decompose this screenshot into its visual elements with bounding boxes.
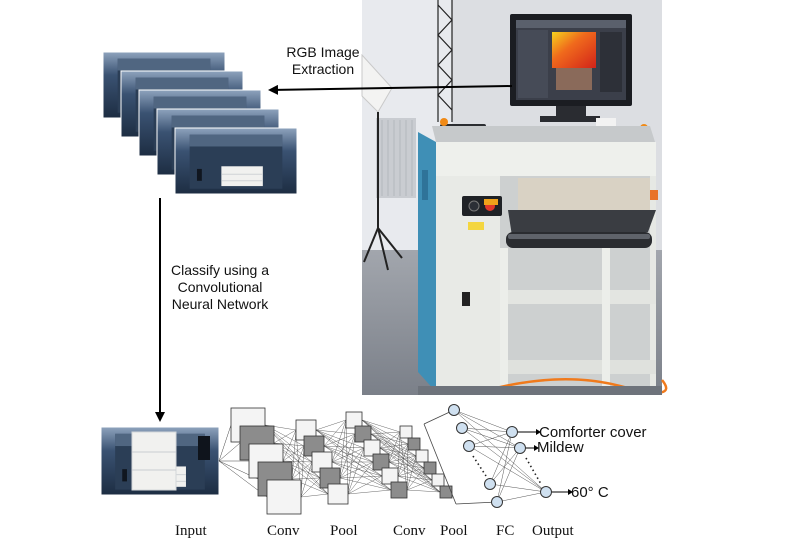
fc-neuron-3 <box>463 440 475 452</box>
output-neuron-2 <box>514 442 526 454</box>
heatmap-display <box>552 32 596 68</box>
cnn-diagram <box>218 404 573 515</box>
stack-frame-5 <box>174 127 298 195</box>
extracted-image-stack <box>102 51 298 195</box>
tripod-lamp <box>361 53 403 271</box>
classify-label: Classify using a Convolutional Neural Ne… <box>156 262 284 313</box>
fc-neuron-1 <box>448 404 460 416</box>
stage-label-pool-1: Pool <box>330 523 358 539</box>
control-buttons <box>462 196 502 216</box>
input-image-frame <box>100 426 220 496</box>
stage-label-conv-1: Conv <box>267 523 300 539</box>
extraction-arrow <box>268 84 513 95</box>
stage-label-conv-2: Conv <box>393 523 426 539</box>
machine-photo <box>361 0 668 395</box>
conveyor-belt <box>506 210 656 248</box>
classify-label-line-1: Classify using a <box>170 262 270 278</box>
fc-neuron-5 <box>491 496 503 508</box>
conv-1-feature-maps <box>230 407 302 515</box>
conv-2-feature-maps <box>345 411 408 499</box>
classify-label-line-3: Neural Network <box>171 296 269 312</box>
stage-label-input: Input <box>175 523 207 539</box>
classify-label-line-2: Convolutional <box>177 279 263 295</box>
stage-label-pool-2: Pool <box>440 523 468 539</box>
pool-2-feature-maps <box>399 425 453 499</box>
output-neuron-3 <box>540 486 552 498</box>
stage-label-output: Output <box>532 523 574 539</box>
fc-neuron-4 <box>484 478 496 490</box>
stage-label-fc: FC <box>496 523 515 539</box>
truss-pole <box>437 0 453 122</box>
output-neuron-1 <box>506 426 518 438</box>
output-label-mildew: Mildew <box>537 439 584 456</box>
extraction-label-line-1: RGB Image <box>286 44 360 60</box>
output-label-temperature: 60° C <box>571 484 609 501</box>
input-image <box>100 426 220 496</box>
pool-1-feature-maps <box>295 419 349 505</box>
output-label-comforter: Comforter cover <box>539 424 647 441</box>
fc-neuron-2 <box>456 422 468 434</box>
extraction-label-line-2: Extraction <box>291 61 355 77</box>
monitor-icon <box>510 14 632 122</box>
extraction-label: RGB Image Extraction <box>278 44 368 78</box>
